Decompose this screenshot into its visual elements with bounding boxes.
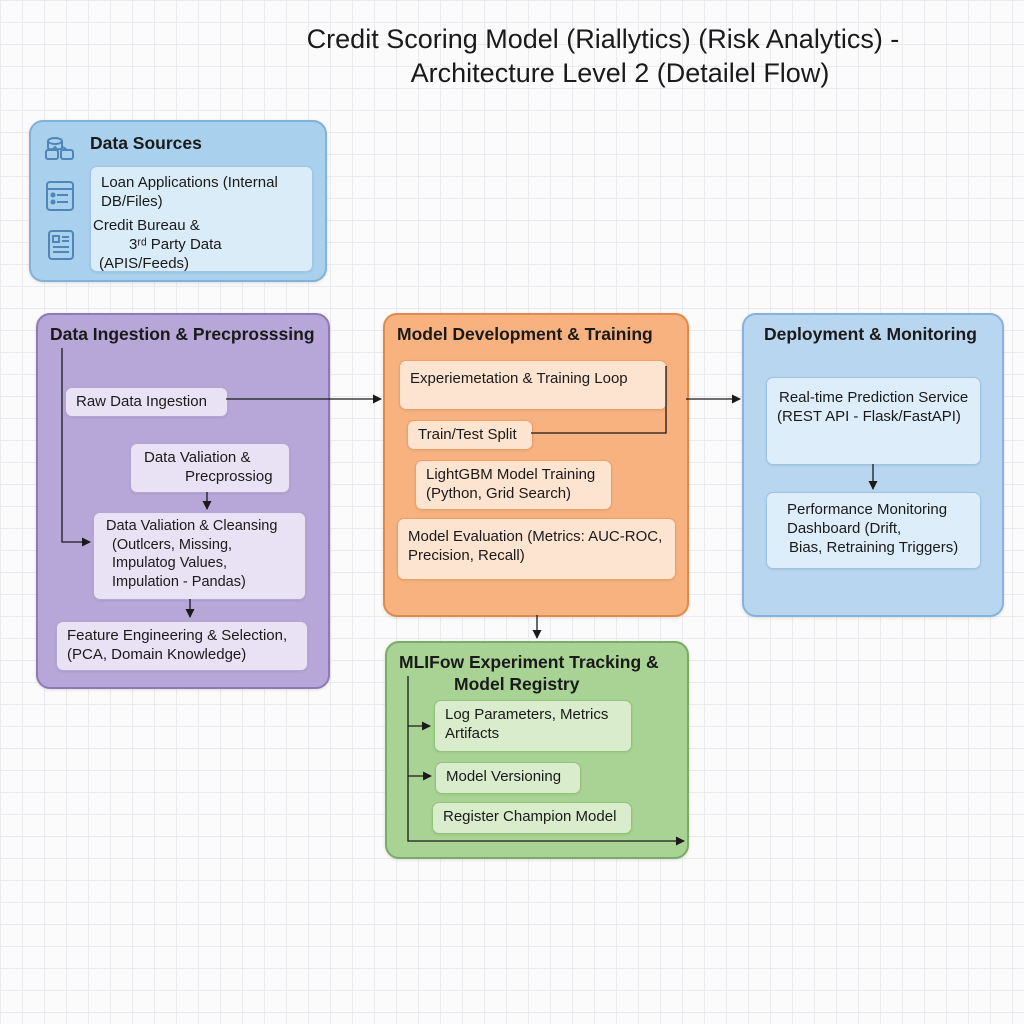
register-champion-box: Register Champion Model [432,802,632,834]
data-validation-line-1: Data Valiation & [144,449,251,466]
data-cleansing-box: Data Valiation & Cleansing (Outlcers, Mi… [93,512,306,600]
prediction-service-line-1: Real-time Prediction Service [779,389,969,406]
model-evaluation-box: Model Evaluation (Metrics: AUC-ROC, Prec… [397,518,676,580]
training-loop-box: Experiemetation & Training Loop [399,360,667,410]
monitoring-line-3: Bias, Retraining Triggers) [789,539,959,556]
model-evaluation-line-1: Model Evaluation (Metrics: AUC-ROC, [408,528,663,545]
lightgbm-line-1: LightGBM Model Training [426,466,596,483]
credit-bureau-line-2: 3ʳᵈ Party Data [129,236,222,253]
feature-engineering-line-2: (PCA, Domain Knowledge) [67,646,247,663]
data-sources-list: Loan Applications (Internal DB/Files) Cr… [90,166,313,272]
deployment-panel: Deployment & Monitoring Real-time Predic… [742,313,1004,617]
feature-engineering-box: Feature Engineering & Selection, (PCA, D… [56,621,308,671]
data-cleansing-line-3: Impulatog Values, [112,555,227,571]
model-versioning-label: Model Versioning [446,768,562,785]
training-loop-label: Experiemetation & Training Loop [410,370,628,387]
raw-data-ingestion-box: Raw Data Ingestion [65,387,228,417]
lightgbm-training-box: LightGBM Model Training (Python, Grid Se… [415,460,612,510]
model-versioning-box: Model Versioning [435,762,581,794]
log-parameters-box: Log Parameters, Metrics Artifacts [434,700,632,752]
mlflow-title-line-1: MLIFow Experiment Tracking & [399,652,659,672]
prediction-service-box: Real-time Prediction Service (REST API -… [766,377,981,465]
data-cleansing-line-1: Data Valiation & Cleansing [106,518,278,534]
data-sources-panel: Data Sources Loan Applic [29,120,327,282]
log-parameters-line-2: Artifacts [445,725,500,742]
model-evaluation-line-2: Precision, Recall) [408,547,525,564]
loan-applications-line-2: DB/Files) [101,193,163,210]
data-ingestion-panel: Data Ingestion & Precprosssing Raw Data … [36,313,330,689]
train-test-split-box: Train/Test Split [407,420,533,450]
credit-bureau-line-3: (APIS/Feeds) [99,255,190,272]
loan-applications-line-1: Loan Applications (Internal [101,174,278,191]
prediction-service-line-2: (REST API - Flask/FastAPI) [777,408,961,425]
raw-data-ingestion-label: Raw Data Ingestion [76,393,207,410]
monitoring-line-2: Dashboard (Drift, [787,520,902,537]
data-ingestion-title: Data Ingestion & Precprosssing [50,324,315,344]
document-icon [48,230,74,260]
train-test-split-label: Train/Test Split [418,426,517,443]
mlflow-title-line-2: Model Registry [454,674,580,694]
feature-engineering-line-1: Feature Engineering & Selection, [67,627,288,644]
lightgbm-line-2: (Python, Grid Search) [426,485,572,502]
monitoring-line-1: Performance Monitoring [787,501,948,518]
data-cleansing-line-4: Impulation - Pandas) [112,573,246,590]
register-champion-label: Register Champion Model [443,808,617,825]
data-cleansing-line-2: (Outlcers, Missing, [112,536,233,553]
data-sources-title: Data Sources [90,133,202,153]
monitoring-dashboard-box: Performance Monitoring Dashboard (Drift,… [766,492,981,569]
log-parameters-line-1: Log Parameters, Metrics [445,706,609,723]
deployment-title: Deployment & Monitoring [764,324,977,344]
model-development-panel: Model Development & Training Experiemeta… [383,313,689,617]
database-icon [45,137,74,160]
data-validation-line-2: Precprossiog [185,468,273,485]
credit-bureau-line-1: Credit Bureau & [93,217,200,234]
title-line-2: Architecture Level 2 (Detailel Flow) [410,58,830,88]
data-validation-box: Data Valiation & Precprossiog [130,443,290,493]
mlflow-panel: MLIFow Experiment Tracking & Model Regis… [385,641,689,859]
diagram-title: Credit Scoring Model (Riallytics) (Risk … [200,22,1000,90]
title-line-1: Credit Scoring Model (Riallytics) (Risk … [306,24,900,54]
model-development-title: Model Development & Training [397,324,653,344]
form-icon [46,181,74,211]
